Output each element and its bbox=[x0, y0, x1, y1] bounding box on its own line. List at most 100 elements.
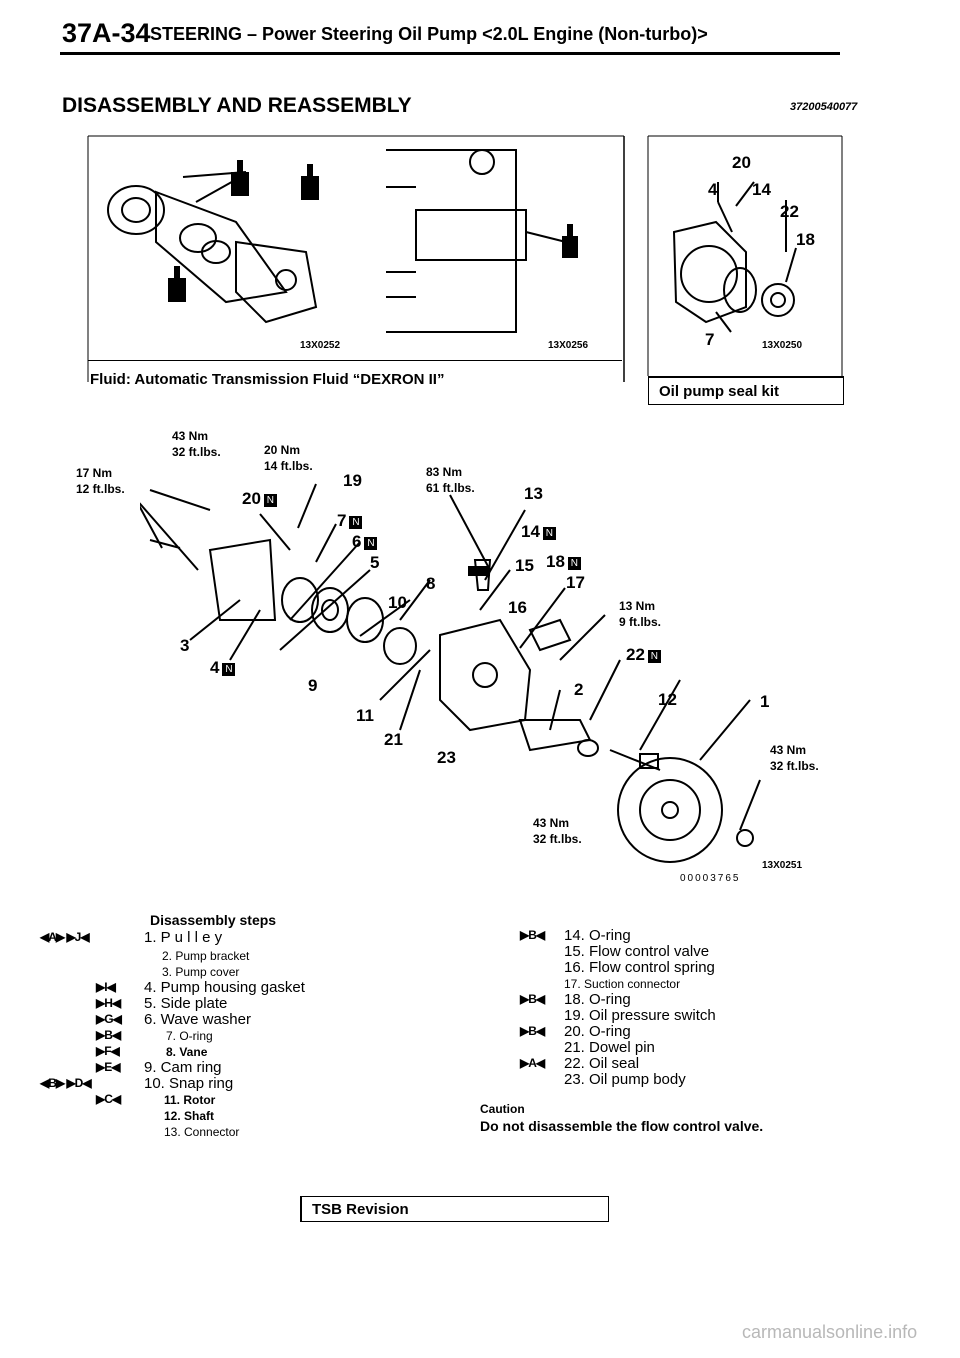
step-item: 12. Shaft bbox=[164, 1109, 215, 1123]
step-item: 10. Snap ring bbox=[144, 1075, 234, 1092]
callout: 17 bbox=[566, 573, 585, 592]
fluid-caption: Fluid: Automatic Transmission Fluid “DEX… bbox=[90, 371, 445, 388]
step-item: 23. Oil pump body bbox=[564, 1071, 686, 1088]
callout: 10 bbox=[388, 593, 407, 612]
step-item: 11. Rotor bbox=[164, 1093, 216, 1107]
callout: 11 bbox=[356, 706, 374, 725]
top-figures bbox=[87, 135, 843, 382]
step-item: 8. Vane bbox=[166, 1045, 208, 1059]
fluid-caption-box: Fluid: Automatic Transmission Fluid “DEX… bbox=[88, 360, 622, 395]
step-item: 6. Wave washer bbox=[144, 1011, 251, 1028]
step-item: 17. Suction connector bbox=[564, 977, 681, 991]
callout: 21 bbox=[384, 730, 403, 749]
callout: 13 bbox=[524, 484, 543, 503]
step-item: 1. P u l l e y bbox=[144, 929, 223, 946]
service-marks: ▶F◀ bbox=[96, 1044, 120, 1058]
callout: 12 bbox=[658, 690, 677, 709]
step-item: 4. Pump housing gasket bbox=[144, 979, 305, 996]
seal-callout: 22 bbox=[780, 202, 799, 221]
step-item: 2. Pump bracket bbox=[162, 949, 250, 963]
engine-block-illustration bbox=[386, 149, 567, 333]
watermark: carmanualsonline.info bbox=[742, 1322, 918, 1342]
seal-callout: 14 bbox=[752, 180, 771, 199]
step-item: 9. Cam ring bbox=[144, 1059, 222, 1076]
callout: 5 bbox=[370, 553, 380, 572]
service-marks: ▶G◀ bbox=[96, 1012, 122, 1026]
seal-callout: 20 bbox=[732, 153, 751, 172]
service-marks: ▶B◀ bbox=[96, 1028, 121, 1042]
serial-number: 00003765 bbox=[680, 873, 741, 884]
service-marks: ▶E◀ bbox=[96, 1060, 120, 1074]
step-item: 5. Side plate bbox=[144, 995, 228, 1012]
service-marks: ▶B◀ bbox=[520, 992, 545, 1006]
tsb-revision-box: TSB Revision bbox=[300, 1196, 609, 1222]
seal-callout: 4 bbox=[708, 180, 718, 199]
oil-can-icon bbox=[168, 160, 319, 302]
step-item: 3. Pump cover bbox=[162, 965, 240, 979]
service-marks: ▶B◀ bbox=[520, 1024, 545, 1038]
service-marks: ▶A◀ bbox=[520, 1056, 545, 1070]
page-title: STEERING – Power Steering Oil Pump <2.0L… bbox=[150, 24, 708, 44]
figure-code: 13X0251 bbox=[762, 860, 803, 871]
callout: 19 bbox=[343, 471, 362, 490]
step-item: 21. Dowel pin bbox=[564, 1039, 655, 1056]
exploded-view-illustration bbox=[140, 483, 761, 863]
callout: 3 bbox=[180, 636, 190, 655]
section-title: DISASSEMBLY AND REASSEMBLY bbox=[62, 94, 412, 117]
caution-text: Do not disassemble the flow control valv… bbox=[480, 1118, 764, 1134]
step-item: 15. Flow control valve bbox=[564, 943, 710, 960]
callout: 23 bbox=[437, 748, 456, 767]
figure-code: 13X0252 bbox=[300, 340, 341, 351]
seal-kit-caption: Oil pump seal kit bbox=[659, 383, 780, 400]
pump-fluid-illustration bbox=[107, 171, 318, 324]
steps-title: Disassembly steps bbox=[150, 912, 277, 928]
service-marks: ◀A▶ ▶J◀ bbox=[40, 930, 90, 944]
service-marks: ▶C◀ bbox=[96, 1092, 121, 1106]
callout: 9 bbox=[308, 676, 318, 695]
tsb-revision-label: TSB Revision bbox=[312, 1201, 409, 1218]
callout: 1 bbox=[760, 692, 770, 711]
seal-callout: 18 bbox=[796, 230, 815, 249]
caution-title: Caution bbox=[480, 1102, 525, 1116]
step-item: 14. O-ring bbox=[564, 927, 631, 944]
service-marks: ▶B◀ bbox=[520, 928, 545, 942]
oil-can-icon bbox=[562, 224, 578, 258]
callout: 2 bbox=[574, 680, 584, 699]
step-item: 13. Connector bbox=[164, 1125, 240, 1139]
callout: 15 bbox=[515, 556, 534, 575]
callout: 8 bbox=[426, 574, 436, 593]
oil-can-icon bbox=[468, 566, 490, 576]
step-item: 7. O-ring bbox=[166, 1029, 213, 1043]
callout: 16 bbox=[508, 598, 527, 617]
figure-code: 13X0256 bbox=[548, 340, 589, 351]
step-item: 19. Oil pressure switch bbox=[564, 1007, 716, 1024]
step-item: 22. Oil seal bbox=[564, 1055, 640, 1072]
service-marks: ◀B▶ ▶D◀ bbox=[40, 1076, 92, 1090]
seal-kit-box: Oil pump seal kit bbox=[648, 376, 844, 405]
section-ref-code: 37200540077 bbox=[790, 101, 858, 113]
service-marks: ▶I◀ bbox=[96, 980, 116, 994]
step-item: 18. O-ring bbox=[564, 991, 631, 1008]
figure-code: 13X0250 bbox=[762, 340, 803, 351]
seal-callout: 7 bbox=[705, 330, 715, 349]
service-marks: ▶H◀ bbox=[96, 996, 121, 1010]
step-item: 16. Flow control spring bbox=[564, 959, 715, 976]
page-number: 37A-34 bbox=[62, 18, 151, 48]
step-item: 20. O-ring bbox=[564, 1023, 631, 1040]
seal-kit-illustration bbox=[672, 181, 797, 333]
header-rule bbox=[60, 52, 840, 55]
